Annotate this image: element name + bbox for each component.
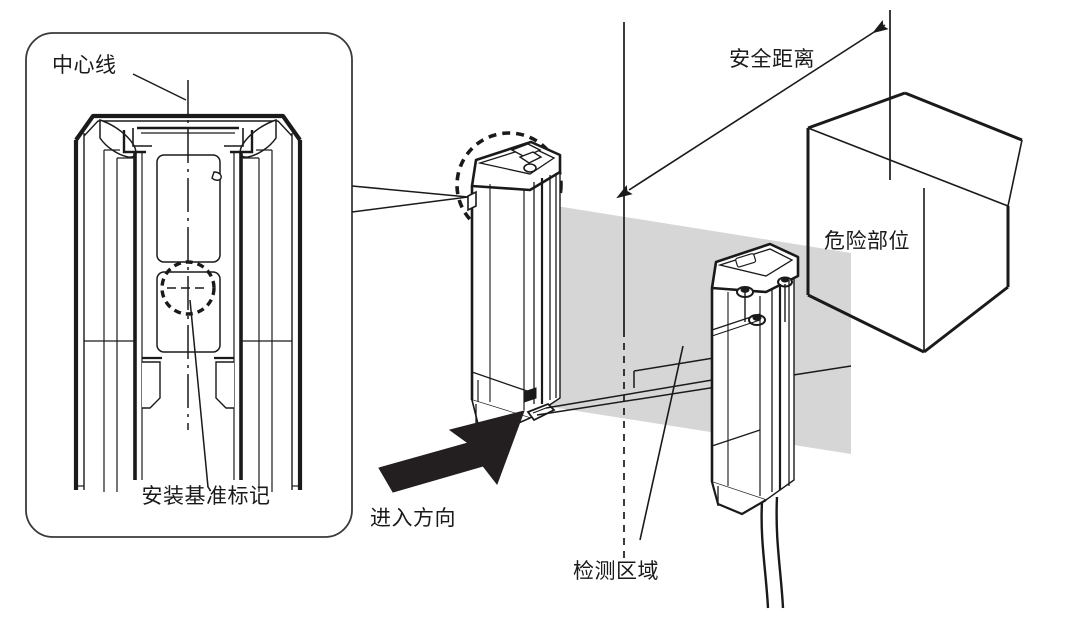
sensor-cross-section bbox=[73, 80, 303, 492]
label-dangerous-part: 危险部位 bbox=[824, 229, 910, 253]
label-center-line: 中心线 bbox=[52, 53, 117, 77]
label-detection-area: 检测区域 bbox=[573, 559, 659, 583]
label-mounting-reference-mark: 安装基准标记 bbox=[142, 484, 271, 508]
detection-area-leader bbox=[639, 345, 684, 541]
mounting-mark-leader bbox=[189, 299, 209, 488]
entry-direction-arrow bbox=[378, 410, 525, 493]
center-line-leader bbox=[132, 73, 187, 101]
safety-distance-dimension bbox=[616, 19, 889, 199]
mounting-reference-circle bbox=[160, 260, 216, 316]
label-safety-distance: 安全距离 bbox=[729, 47, 815, 71]
transmitter-unit bbox=[467, 140, 562, 433]
callout-leader-lines bbox=[351, 185, 469, 213]
receiver-unit bbox=[710, 242, 800, 609]
magnifier-dashed-circle bbox=[455, 131, 563, 239]
label-entry-direction: 进入方向 bbox=[370, 506, 456, 530]
